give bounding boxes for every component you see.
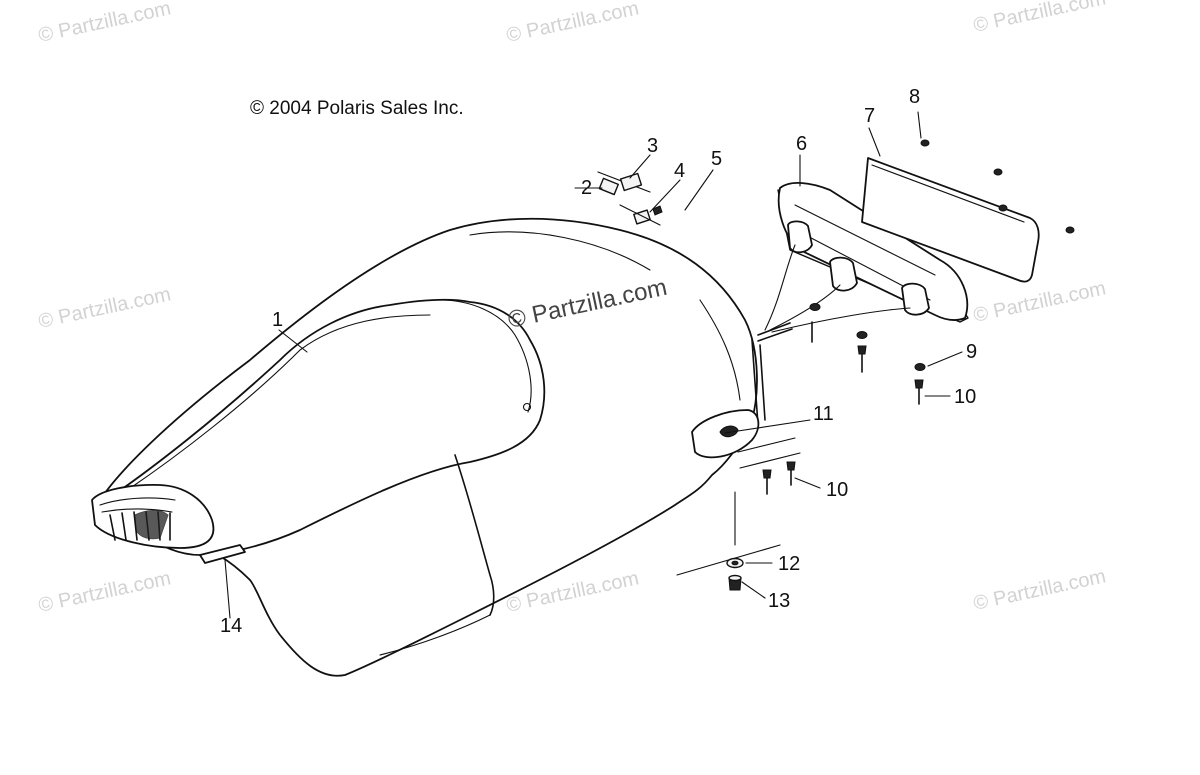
rivet bbox=[1065, 226, 1075, 234]
lamp-socket-2 bbox=[829, 256, 858, 292]
watermark: © Partzilla.com bbox=[36, 567, 172, 617]
callout-3: 3 bbox=[647, 135, 658, 157]
screw-5 bbox=[652, 205, 663, 216]
watermark: © Partzilla.com bbox=[971, 277, 1107, 327]
clip-2 bbox=[598, 177, 619, 196]
watermark: © Partzilla.com bbox=[504, 0, 640, 47]
watermark: © Partzilla.com bbox=[971, 0, 1107, 37]
callout-1: 1 bbox=[272, 309, 283, 331]
callout-labels: 1 2 3 4 5 6 7 8 9 10 10 11 12 13 14 bbox=[220, 86, 977, 637]
callout-5: 5 bbox=[711, 148, 722, 170]
lamp-socket-1 bbox=[787, 220, 813, 254]
washer-bolt bbox=[676, 491, 781, 591]
rivet bbox=[920, 139, 930, 147]
tail-light-housing bbox=[757, 182, 969, 342]
lens-7 bbox=[861, 157, 1040, 283]
lens-plate bbox=[861, 157, 1040, 283]
rivets-8 bbox=[920, 139, 1075, 234]
copyright-text: © 2004 Polaris Sales Inc. bbox=[250, 98, 464, 119]
callout-2: 2 bbox=[581, 177, 592, 199]
clip-4 bbox=[633, 209, 651, 225]
callout-12: 12 bbox=[778, 553, 800, 575]
callout-10-upper: 10 bbox=[954, 386, 976, 408]
seat-assembly bbox=[91, 217, 766, 677]
callout-10-lower: 10 bbox=[826, 479, 848, 501]
callout-8: 8 bbox=[909, 86, 920, 108]
leader-lines bbox=[224, 111, 963, 619]
light-fasteners bbox=[809, 303, 926, 405]
seat-strip bbox=[199, 544, 246, 564]
callout-6: 6 bbox=[796, 133, 807, 155]
clip-3 bbox=[619, 172, 643, 192]
watermark: © Partzilla.com bbox=[36, 283, 172, 333]
callout-11: 11 bbox=[813, 403, 834, 425]
rivet bbox=[998, 204, 1008, 212]
small-clips bbox=[597, 171, 663, 226]
rivet bbox=[993, 168, 1003, 176]
watermark: © Partzilla.com bbox=[36, 0, 172, 47]
seat-bolts-10 bbox=[737, 437, 801, 495]
seat-cushion bbox=[111, 298, 546, 556]
callout-4: 4 bbox=[674, 160, 685, 182]
callout-13: 13 bbox=[768, 590, 790, 612]
callout-14: 14 bbox=[220, 615, 242, 637]
lamp-socket-3 bbox=[901, 282, 930, 316]
callout-9: 9 bbox=[966, 341, 977, 363]
nut-9 bbox=[914, 363, 926, 371]
watermark: © Partzilla.com bbox=[971, 565, 1107, 615]
nut-9 bbox=[809, 303, 821, 311]
callout-7: 7 bbox=[864, 105, 875, 127]
